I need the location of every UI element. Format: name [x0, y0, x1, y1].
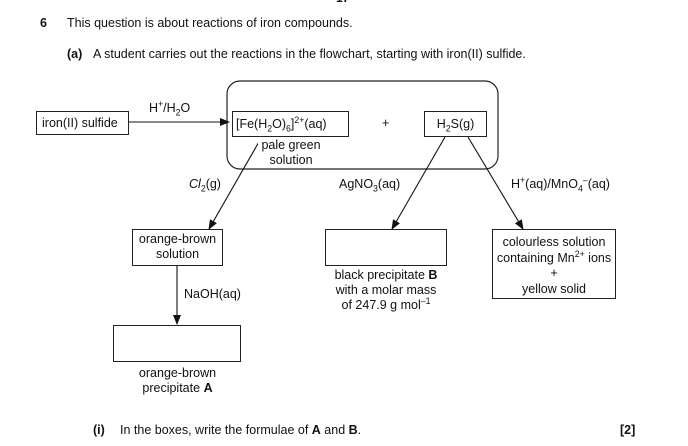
- reagent-acid-h: H: [149, 101, 159, 115]
- page-number: 17: [336, 0, 349, 5]
- colourless-line-2b: ions: [584, 250, 612, 265]
- part-i-text-a: In the boxes, write the formulae of: [120, 423, 312, 437]
- reagent-chlorine: Cl2(g): [189, 177, 221, 194]
- cl2-symbol: Cl: [189, 177, 201, 191]
- precipitate-a-line-2: precipitate: [142, 381, 201, 395]
- h2s-sub: 2: [445, 123, 451, 134]
- orange-brown-solution-box: orange-brown solution: [132, 229, 223, 266]
- precipitate-b-line-2: with a molar mass: [335, 283, 437, 297]
- complex-charge: 2+: [294, 114, 305, 125]
- reagent-acid: H+/H2O: [149, 98, 191, 118]
- complex-part-a: [Fe(H: [236, 117, 268, 131]
- mno4-part-c: (aq): [587, 177, 610, 191]
- part-i-marks: [2]: [620, 423, 636, 437]
- agno3-part-b: (aq): [377, 177, 401, 191]
- precipitate-b-label: black precipitate B with a molar mass of…: [316, 268, 456, 313]
- complex-ion-box: [Fe(H2O)6]2+(aq): [232, 111, 349, 137]
- part-i-a: A: [311, 423, 321, 437]
- complex-sub-6: 6: [286, 123, 291, 134]
- complex-part-d: (aq): [304, 117, 327, 131]
- orange-brown-solution-line-1: orange-brown: [138, 232, 217, 246]
- complex-sub-2: 2: [267, 123, 273, 134]
- mno4-plus: +: [520, 174, 526, 185]
- part-i-text: In the boxes, write the formulae of A an…: [120, 423, 361, 437]
- reagent-acid-o: O: [180, 101, 191, 115]
- colourless-solution-box: colourless solution containing Mn2+ ions…: [492, 229, 616, 299]
- agno3-sub: 3: [373, 183, 378, 194]
- precipitate-a-letter: A: [203, 381, 213, 395]
- answer-box-b[interactable]: [325, 229, 447, 266]
- colourless-line-3: yellow solid: [522, 281, 586, 296]
- complex-part-b: O): [272, 117, 287, 131]
- part-a-label: (a): [67, 47, 83, 61]
- precipitate-b-unit-power: –1: [420, 295, 431, 306]
- part-a-text: A student carries out the reactions in t…: [93, 47, 526, 61]
- reagent-acid-sep: /H: [163, 101, 176, 115]
- precipitate-b-letter: B: [428, 268, 438, 282]
- start-box: iron(II) sulfide: [36, 111, 129, 135]
- precipitate-a-line-1: orange-brown: [138, 366, 217, 380]
- complex-part-c: ]: [290, 117, 295, 131]
- mno4-sub: 4: [577, 183, 583, 194]
- part-i-dot: .: [357, 423, 362, 437]
- colourless-line-1: colourless solution: [502, 235, 606, 249]
- arrow-permanganate: [467, 136, 524, 230]
- question-stem: This question is about reactions of iron…: [67, 16, 353, 30]
- answer-box-a[interactable]: [113, 325, 241, 362]
- precipitate-a-label: orange-brown precipitate A: [120, 366, 235, 396]
- pale-green-line-1: pale green: [261, 138, 321, 152]
- pale-green-label: pale green solution: [258, 138, 324, 168]
- mno4-minus: –: [582, 174, 588, 185]
- agno3-part-a: AgNO: [339, 177, 374, 191]
- part-i-label: (i): [93, 423, 105, 437]
- part-i-b: B: [348, 423, 358, 437]
- start-box-label: iron(II) sulfide: [42, 116, 118, 130]
- orange-brown-solution-line-2: solution: [155, 247, 200, 261]
- h2s-part-b: S(g): [450, 117, 475, 131]
- pale-green-line-2: solution: [269, 153, 313, 167]
- colourless-mn-charge: 2+: [574, 248, 585, 259]
- mno4-h: H: [511, 177, 521, 191]
- precipitate-b-line-1: black precipitate: [334, 268, 425, 282]
- reagent-acid-plus: +: [158, 98, 164, 109]
- h2s-part-a: H: [436, 117, 446, 131]
- cl2-state: (g): [205, 177, 221, 191]
- question-number: 6: [40, 16, 47, 30]
- precipitate-b-molar-mass: of 247.9 g mol: [341, 298, 421, 312]
- reagent-silver-nitrate: AgNO3(aq): [339, 177, 401, 194]
- part-i-and: and: [320, 423, 349, 437]
- reagent-acid-sub: 2: [175, 107, 181, 118]
- arrow-silver-nitrate: [391, 136, 446, 230]
- colourless-plus: +: [550, 266, 558, 280]
- reagent-permanganate: H+(aq)/MnO4–(aq): [511, 174, 610, 194]
- colourless-line-2a: containing Mn: [496, 250, 575, 265]
- arrow-chlorine: [208, 139, 261, 230]
- reagent-naoh: NaOH(aq): [184, 287, 241, 301]
- h2s-box: H2S(g): [424, 111, 487, 137]
- plus-sign: +: [382, 116, 390, 130]
- cl2-sub: 2: [200, 183, 206, 194]
- mno4-part-b: (aq)/MnO: [525, 177, 578, 191]
